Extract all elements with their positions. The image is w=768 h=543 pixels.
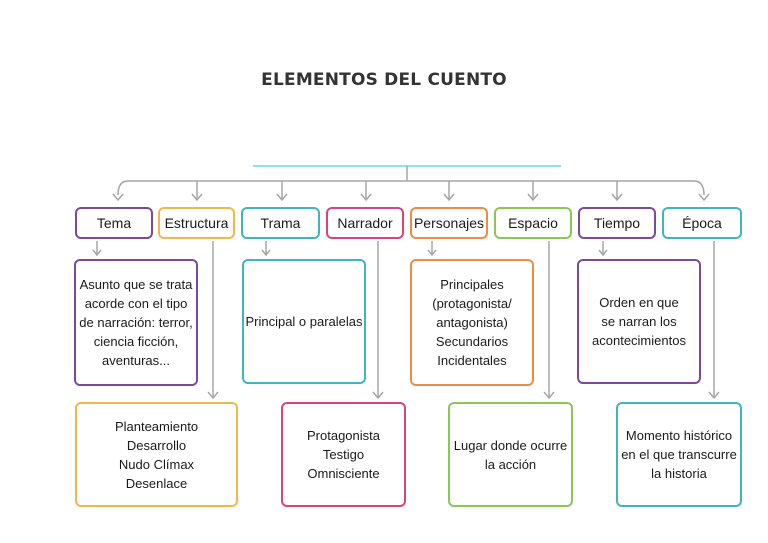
- header-label: Tema: [96, 215, 132, 231]
- detail-epoca: Momento histórico en el que transcurre l…: [616, 402, 742, 507]
- detail-line: la historia: [651, 466, 707, 481]
- detail-narrador: Protagonista Testigo Omnisciente: [281, 402, 406, 507]
- header-label: Personajes: [413, 215, 485, 231]
- detail-line: en el que transcurre: [621, 447, 737, 462]
- header-label: Tiempo: [593, 215, 641, 231]
- detail-line: Planteamiento: [114, 418, 199, 434]
- detail-line: Secundarios: [435, 334, 509, 349]
- detail-line: acorde con el tipo: [84, 296, 188, 311]
- header-narrador: Narrador: [326, 207, 404, 239]
- header-label: Trama: [260, 215, 301, 231]
- header-label: Narrador: [337, 215, 393, 231]
- detail-line: Principal o paralelas: [245, 314, 363, 329]
- detail-estructura: Planteamiento Desarrollo Nudo Clímax Des…: [75, 402, 238, 507]
- header-tema: Tema: [75, 207, 153, 239]
- detail-line: ciencia ficción,: [93, 334, 179, 349]
- detail-line: Desarrollo: [126, 437, 187, 453]
- detail-line: Principales: [440, 277, 504, 292]
- header-label: Época: [682, 215, 722, 231]
- detail-line: Protagonista: [307, 428, 380, 443]
- detail-espacio: Lugar donde ocurre la acción: [448, 402, 573, 507]
- detail-line: Incidentales: [437, 353, 507, 368]
- detail-line: Orden en que: [599, 295, 679, 310]
- detail-personajes: Principales (protagonista/ antagonista) …: [410, 259, 534, 386]
- header-espacio: Espacio: [494, 207, 572, 239]
- detail-line: Testigo: [322, 447, 365, 462]
- header-epoca: Época: [662, 207, 742, 239]
- detail-tiempo: Orden en que se narran los acontecimient…: [577, 259, 701, 384]
- header-label: Estructura: [164, 215, 229, 231]
- detail-line: aventuras...: [102, 353, 170, 368]
- detail-line: Nudo Clímax: [118, 456, 195, 472]
- header-trama: Trama: [241, 207, 320, 239]
- detail-line: Asunto que se trata: [79, 277, 193, 292]
- header-estructura: Estructura: [158, 207, 235, 239]
- detail-line: la acción: [484, 456, 537, 472]
- detail-trama: Principal o paralelas: [242, 259, 366, 384]
- detail-line: antagonista): [436, 315, 508, 330]
- detail-line: se narran los: [601, 314, 677, 329]
- detail-line: Momento histórico: [625, 428, 733, 443]
- detail-line: (protagonista/: [432, 296, 512, 311]
- detail-line: Omnisciente: [307, 466, 380, 481]
- detail-line: Desenlace: [125, 475, 188, 491]
- detail-line: de narración: terror,: [79, 315, 193, 330]
- header-tiempo: Tiempo: [578, 207, 656, 239]
- diagram-title: ELEMENTOS DEL CUENTO: [261, 70, 507, 90]
- header-label: Espacio: [508, 215, 558, 231]
- header-personajes: Personajes: [410, 207, 488, 239]
- detail-tema: Asunto que se trata acorde con el tipo d…: [74, 259, 198, 386]
- detail-line: acontecimientos: [592, 333, 686, 348]
- detail-line: Lugar donde ocurre: [453, 437, 568, 453]
